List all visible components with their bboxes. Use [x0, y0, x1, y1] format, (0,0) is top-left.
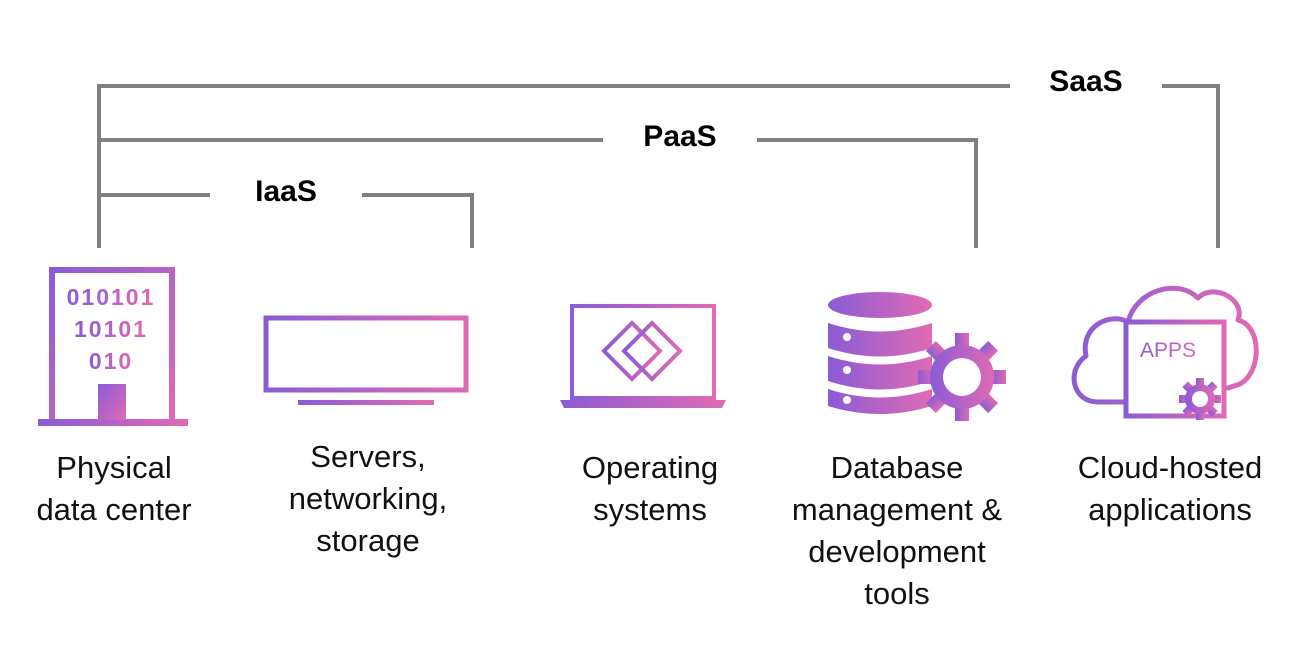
binary-line-1: 010101 — [67, 284, 156, 310]
cloud-apps-icon: APPS — [1071, 285, 1259, 420]
binary-line-3: 010 — [89, 348, 133, 374]
caption-operating-systems: Operating systems — [581, 450, 719, 527]
laptop-icon — [560, 304, 726, 408]
server-rack-icon — [263, 315, 469, 405]
apps-label: APPS — [1140, 339, 1196, 362]
caption-database-management-tools: Database management & development tools — [791, 450, 1003, 611]
binary-line-2: 10101 — [74, 316, 148, 342]
building-icon: 010101 10101 010 — [38, 267, 188, 426]
paas-bracket-line — [99, 138, 978, 248]
iaas-bracket-line — [99, 193, 474, 248]
saas-bracket-line — [97, 84, 1220, 248]
caption-physical-data-center: Physical data center — [36, 450, 192, 527]
iaas-label: IaaS — [255, 175, 317, 208]
caption-servers-networking-storage: Servers, networking, storage — [288, 439, 448, 558]
caption-cloud-hosted-applications: Cloud-hosted applications — [1077, 450, 1263, 527]
paas-label: PaaS — [643, 120, 717, 153]
saas-label: SaaS — [1049, 65, 1123, 98]
database-gear-icon — [828, 292, 1006, 421]
